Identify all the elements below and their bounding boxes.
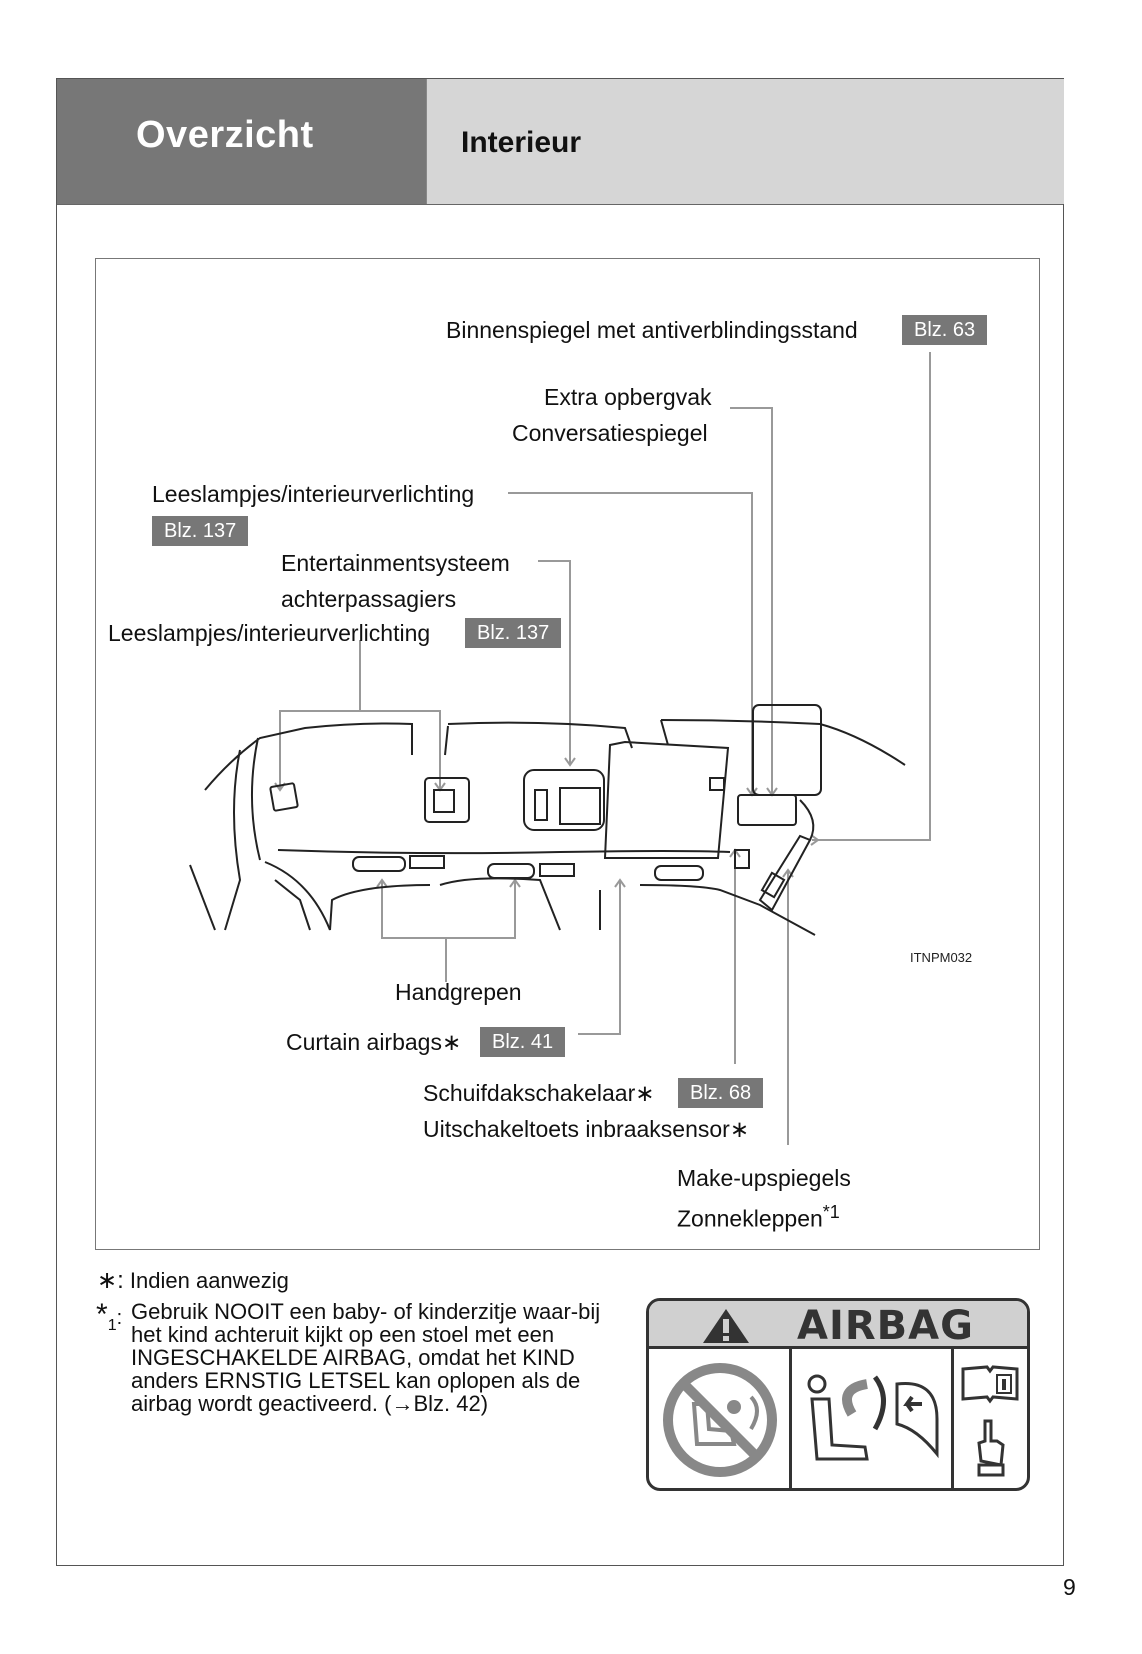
if-equipped-mark: ∗ <box>441 1029 462 1055</box>
ref-tag-mirror[interactable]: Blz. 63 <box>902 315 988 345</box>
label-reading-lights-front: Leeslampjes/interieurverlichting <box>152 481 475 507</box>
airbag-deployment-icon <box>807 1374 939 1461</box>
illustration-box <box>95 258 1040 1250</box>
label-sun-visors: Zonnekleppen*1 <box>677 1202 840 1232</box>
warning-triangle-icon <box>703 1309 749 1343</box>
label-entertainment-system: Entertainmentsysteem <box>281 550 510 576</box>
footnote-1-mark: *1: <box>96 1298 123 1334</box>
footnote-1-text: Gebruik NOOIT een baby- of kinderzitje w… <box>131 1299 601 1416</box>
header-section-box <box>57 79 426 204</box>
label-reading-lights-rear: Leeslampjes/interieurverlichting <box>108 620 431 646</box>
no-rear-facing-child-seat-icon <box>663 1363 777 1477</box>
header-divider <box>57 204 1063 205</box>
airbag-label-title: AIRBAG <box>797 1303 974 1349</box>
airbag-label-divider <box>951 1349 954 1488</box>
label-curtain-airbags: Curtain airbags∗ <box>286 1029 462 1055</box>
label-extra-storage: Extra opbergvak <box>544 384 712 410</box>
page-number: 9 <box>1063 1574 1076 1600</box>
page-frame <box>56 78 1064 1566</box>
if-equipped-mark: ∗ <box>635 1080 655 1106</box>
header-title-box <box>426 79 1064 204</box>
ref-tag-reading-front[interactable]: Blz. 137 <box>152 516 249 546</box>
ref-tag-reading-rear[interactable]: Blz. 137 <box>465 618 562 648</box>
airbag-label-divider <box>789 1349 792 1488</box>
label-rear-passengers: achterpassagiers <box>281 586 457 612</box>
read-manual-icon <box>961 1365 1019 1477</box>
page-title: Interieur <box>461 126 582 159</box>
ref-tag-curtain[interactable]: Blz. 41 <box>480 1027 566 1057</box>
figure-code: ITNPM032 <box>910 950 973 965</box>
label-conversation-mirror: Conversatiespiegel <box>512 420 708 446</box>
label-rearview-mirror: Binnenspiegel met antiverblindingsstand <box>446 317 858 343</box>
label-grab-handles: Handgrepen <box>395 979 522 1005</box>
footnote-mark: ∗: <box>97 1267 124 1294</box>
footnote-text: Indien aanwezig <box>129 1268 289 1293</box>
label-sunroof-switch: Schuifdakschakelaar∗ <box>423 1080 655 1106</box>
label-vanity-mirrors: Make-upspiegels <box>677 1165 851 1191</box>
airbag-warning-label: AIRBAG <box>646 1298 1030 1491</box>
footnote-reference: *1 <box>822 1202 840 1222</box>
section-title: Overzicht <box>136 114 314 156</box>
ref-tag-sunroof[interactable]: Blz. 68 <box>678 1078 764 1108</box>
label-intrusion-sensor-switch: Uitschakeltoets inbraaksensor∗ <box>423 1116 750 1142</box>
footnote-if-equipped: ∗: Indien aanwezig <box>97 1267 289 1294</box>
if-equipped-mark: ∗ <box>729 1116 750 1142</box>
